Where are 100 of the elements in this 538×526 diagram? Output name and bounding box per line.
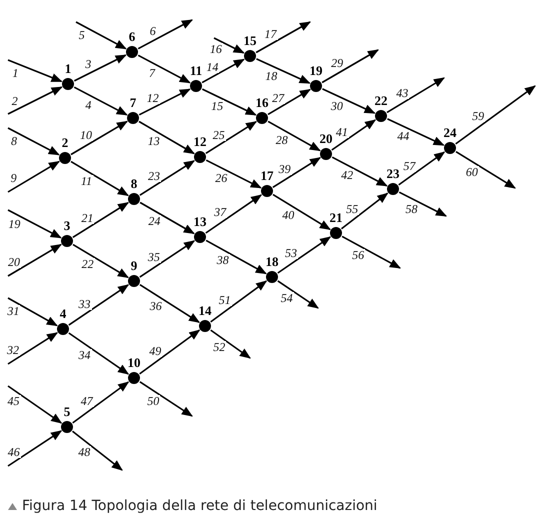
edge-label: 7 [148,66,156,79]
arrow [68,332,130,375]
edge-label: 2 [10,94,19,107]
edge-label: 12 [146,92,160,104]
edge-label: 54 [280,292,294,304]
arrow [74,86,128,116]
arrow [202,88,257,116]
node-number: 13 [192,215,208,229]
arrow [455,85,536,145]
node-number: 1 [64,62,72,76]
arrow [139,240,196,278]
arrow [256,21,311,54]
edge-label: 32 [6,344,20,356]
arrow [256,58,311,84]
arrow [341,192,388,230]
edge-label: 45 [6,394,20,407]
edge-label: 27 [271,92,286,104]
arrow [206,159,262,189]
edge-label: 55 [345,203,360,216]
edge-label: 52 [212,341,226,354]
node-number: 18 [264,255,280,269]
arrow [268,88,311,116]
edge-label: 21 [80,212,94,224]
arrow [8,244,62,277]
node-number: 21 [328,211,344,225]
edge-label: 59 [471,110,486,122]
edge-label: 31 [6,305,20,318]
edge-label: 25 [212,128,226,141]
arrow [386,77,445,114]
edge-label: 23 [147,170,161,182]
edge-label: 24 [147,215,162,228]
arrow [8,430,62,467]
edge-label: 14 [205,60,220,73]
arrow [332,156,388,186]
node-number: 2 [60,136,70,150]
edge-label: 57 [402,160,416,172]
edge-label: 11 [80,175,93,188]
figure-caption: Figura 14 Topologia della rete di telecomunicazioni [22,498,378,514]
arrow [272,157,322,188]
edge-label: 40 [281,208,296,220]
arrow [210,280,268,323]
node-number: 15 [242,34,258,48]
arrow [205,121,258,154]
node-number: 9 [130,259,138,273]
node-number: 23 [386,167,400,181]
arrow [268,120,321,152]
edge-label: 46 [6,446,21,458]
node-number: 24 [442,126,458,140]
arrow [322,88,376,114]
arrow [138,54,191,84]
arrow [139,381,193,417]
arrow [72,430,123,471]
node-number: 12 [192,135,208,149]
arrow [68,284,130,326]
edge-label: 35 [146,250,161,263]
node-number: 7 [128,96,138,110]
arrow [8,297,58,326]
arrow [206,240,267,274]
arrow [210,329,251,359]
arrow [74,54,127,82]
edge-label: 10 [79,129,93,142]
arrow [8,86,63,115]
edge-label: 44 [396,130,410,142]
edge-label: 15 [210,100,224,112]
arrow [140,202,195,234]
edge-label: 1 [11,66,20,79]
edge-label: 22 [80,258,95,270]
node-number: 22 [374,94,388,108]
node-number: 17 [260,169,274,183]
arrow [398,151,446,186]
arrow [72,381,130,424]
edge-label: 4 [84,98,92,111]
edge-label: 58 [404,202,418,214]
arrow [387,118,445,146]
arrow [331,119,376,151]
node-number: 3 [62,219,72,233]
edge-label: 50 [146,395,160,408]
edge-label: 56 [351,249,366,262]
edge-label: 8 [10,135,18,148]
arrow [272,194,331,230]
arrow [277,236,332,274]
node-number: 10 [126,356,142,370]
node-number: 4 [58,307,68,321]
node-number: 16 [254,96,270,110]
arrow [139,160,196,196]
node-number: 5 [62,405,72,419]
edge-label: 36 [148,300,163,312]
arrow [8,209,62,238]
edge-label: 49 [148,345,162,358]
arrow [322,49,379,84]
edge-label: 43 [395,86,410,99]
arrow [138,19,193,50]
arrow [72,244,129,278]
edge-label: 33 [78,298,92,310]
arrow [72,202,130,238]
arrow [398,191,447,217]
node-number: 8 [130,177,138,191]
arrow [342,236,401,269]
edge-label: 17 [264,28,278,40]
edge-label: 47 [80,395,94,408]
